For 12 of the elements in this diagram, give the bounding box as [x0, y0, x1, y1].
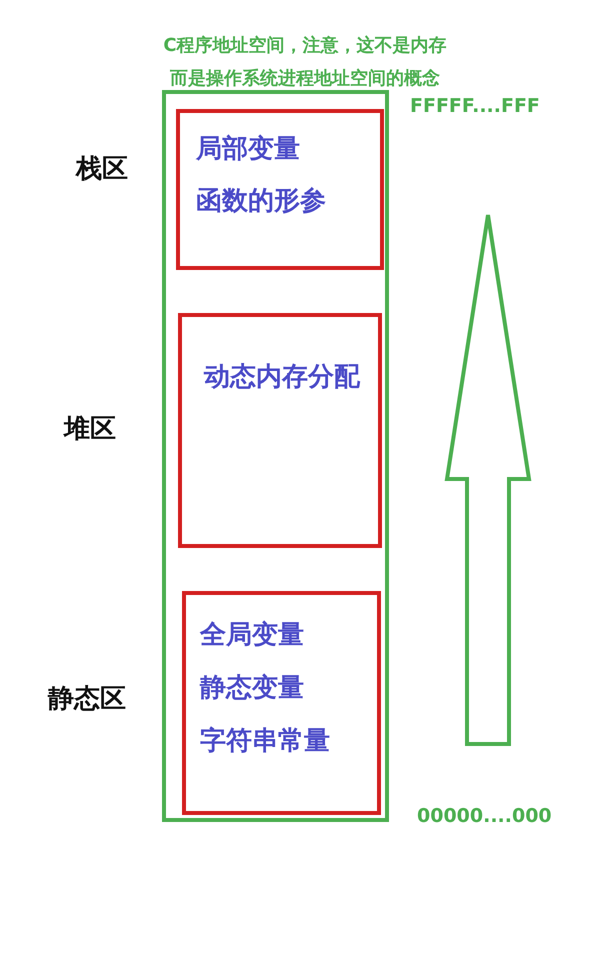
title: C程序地址空间，注意，这不是内存而是操作系统进程地址空间的概念 [162, 34, 448, 91]
region-label: 堆区 [64, 413, 116, 446]
address-label: FFFFF....FFF [410, 95, 540, 117]
region-label: 栈区 [76, 153, 128, 186]
address-label: 00000....000 [417, 805, 552, 827]
region-text: 字符串常量 [200, 725, 330, 758]
region-text: 动态内存分配 [204, 361, 360, 394]
region-text: 局部变量 [196, 133, 300, 166]
region-text: 全局变量 [200, 619, 304, 652]
region-text: 静态变量 [200, 672, 304, 705]
region-text: 函数的形参 [196, 185, 326, 218]
region-label: 静态区 [48, 683, 126, 716]
